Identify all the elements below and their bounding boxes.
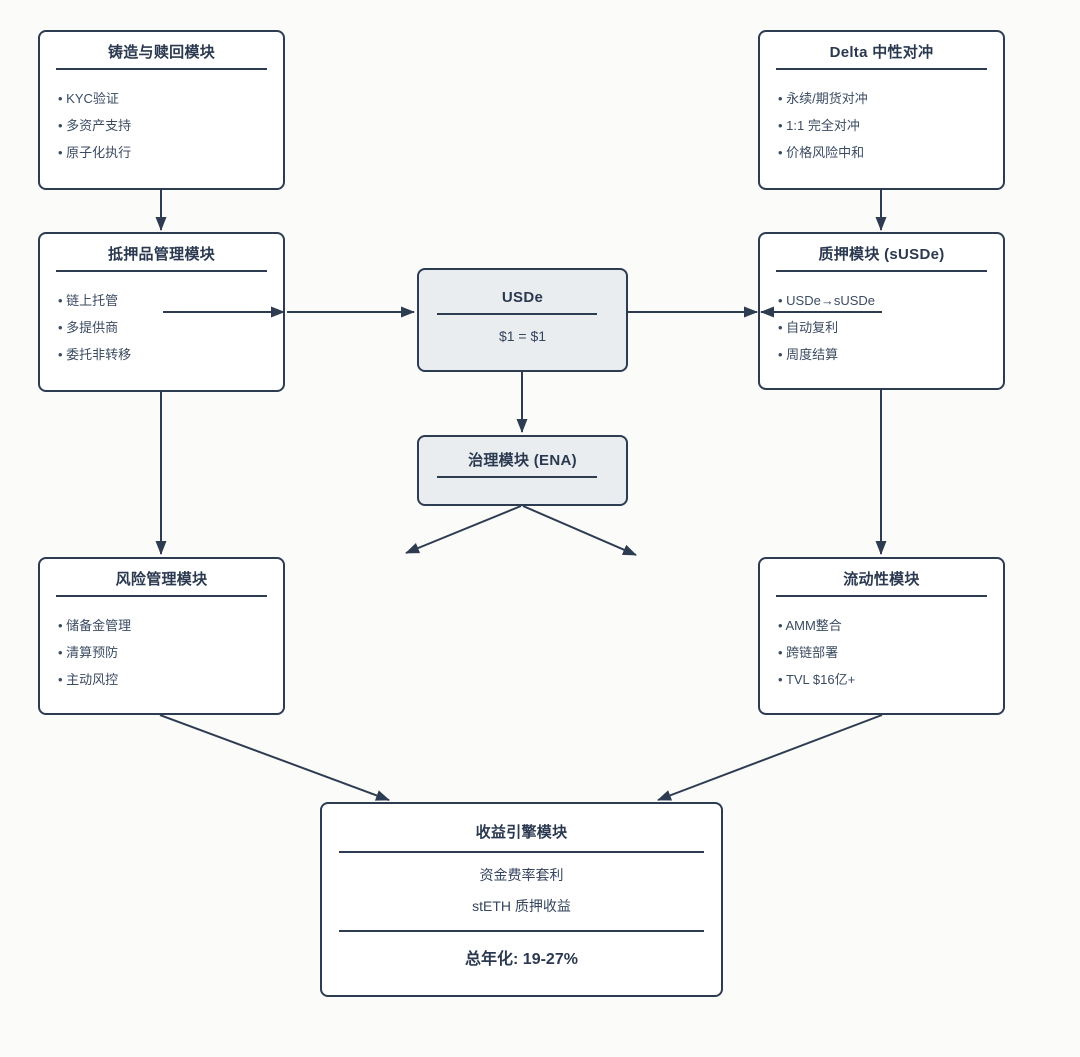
title-underline <box>776 68 987 70</box>
node-usde: USDe $1 = $1 <box>417 268 628 372</box>
bullet-list: 储备金管理清算预防主动风控 <box>40 612 283 693</box>
title-underline <box>339 851 704 853</box>
bullet-item: 链上托管 <box>58 287 283 314</box>
bullet-item: 周度结算 <box>778 341 1003 368</box>
node-staking-module-susde: 质押模块 (sUSDe) USDe→sUSDe自动复利周度结算 <box>758 232 1005 390</box>
node-liquidity-module: 流动性模块 AMM整合跨链部署TVL $16亿+ <box>758 557 1005 715</box>
bullet-item: TVL $16亿+ <box>778 666 1003 693</box>
bullet-item: 跨链部署 <box>778 639 1003 666</box>
yield-source-line: 资金费率套利 <box>479 867 564 883</box>
bullet-list: KYC验证多资产支持原子化执行 <box>40 85 283 166</box>
bullet-item: 价格风险中和 <box>778 139 1003 166</box>
arrow-governance-right <box>522 505 637 556</box>
yield-source-line: stETH 质押收益 <box>472 898 571 914</box>
arrow-risk-to-yield <box>159 714 390 801</box>
bullet-item: USDe→sUSDe <box>778 287 1003 314</box>
node-delta-neutral-hedge: Delta 中性对冲 永续/期货对冲1:1 完全对冲价格风险中和 <box>758 30 1005 190</box>
node-collateral-management-module: 抵押品管理模块 链上托管多提供商委托非转移 <box>38 232 285 392</box>
node-title: 收益引擎模块 <box>475 824 568 841</box>
bullet-item: 主动风控 <box>58 666 283 693</box>
bullet-list: USDe→sUSDe自动复利周度结算 <box>760 287 1003 368</box>
node-title: Delta 中性对冲 <box>829 44 934 61</box>
usde-peg-label: $1 = $1 <box>498 328 547 344</box>
divider-rule <box>339 930 704 932</box>
bullet-item: 委托非转移 <box>58 341 283 368</box>
bullet-item: 原子化执行 <box>58 139 283 166</box>
bullet-item: 永续/期货对冲 <box>778 85 1003 112</box>
title-underline <box>56 595 267 597</box>
bullet-item: AMM整合 <box>778 612 1003 639</box>
bullet-item: 自动复利 <box>778 314 1003 341</box>
node-risk-management-module: 风险管理模块 储备金管理清算预防主动风控 <box>38 557 285 715</box>
bullet-list: 永续/期货对冲1:1 完全对冲价格风险中和 <box>760 85 1003 166</box>
node-title: 质押模块 (sUSDe) <box>818 246 945 263</box>
total-apy-label: 总年化: 19-27% <box>465 951 578 968</box>
node-governance-module-ena: 治理模块 (ENA) <box>417 435 628 506</box>
bullet-item: 1:1 完全对冲 <box>778 112 1003 139</box>
node-title: USDe <box>501 289 544 306</box>
node-title: 风险管理模块 <box>115 571 208 588</box>
bullet-item: 清算预防 <box>58 639 283 666</box>
node-title: 抵押品管理模块 <box>107 246 216 263</box>
bullet-item: KYC验证 <box>58 85 283 112</box>
bullet-item: 多提供商 <box>58 314 283 341</box>
title-underline <box>56 68 267 70</box>
node-title: 流动性模块 <box>843 571 920 588</box>
node-mint-redeem-module: 铸造与赎回模块 KYC验证多资产支持原子化执行 <box>38 30 285 190</box>
arrow-liquidity-to-yield <box>657 714 883 801</box>
title-underline <box>56 270 267 272</box>
title-underline <box>776 595 987 597</box>
bullet-item: 储备金管理 <box>58 612 283 639</box>
title-underline <box>776 270 987 272</box>
bullet-item: 多资产支持 <box>58 112 283 139</box>
node-yield-engine-module: 收益引擎模块 资金费率套利 stETH 质押收益 总年化: 19-27% <box>320 802 723 997</box>
bullet-list: 链上托管多提供商委托非转移 <box>40 287 283 368</box>
bullet-list: AMM整合跨链部署TVL $16亿+ <box>760 612 1003 693</box>
node-title: 治理模块 (ENA) <box>468 452 577 469</box>
arrow-governance-left <box>405 505 522 554</box>
title-underline <box>437 476 597 478</box>
title-underline <box>437 313 597 315</box>
node-title: 铸造与赎回模块 <box>107 44 216 61</box>
